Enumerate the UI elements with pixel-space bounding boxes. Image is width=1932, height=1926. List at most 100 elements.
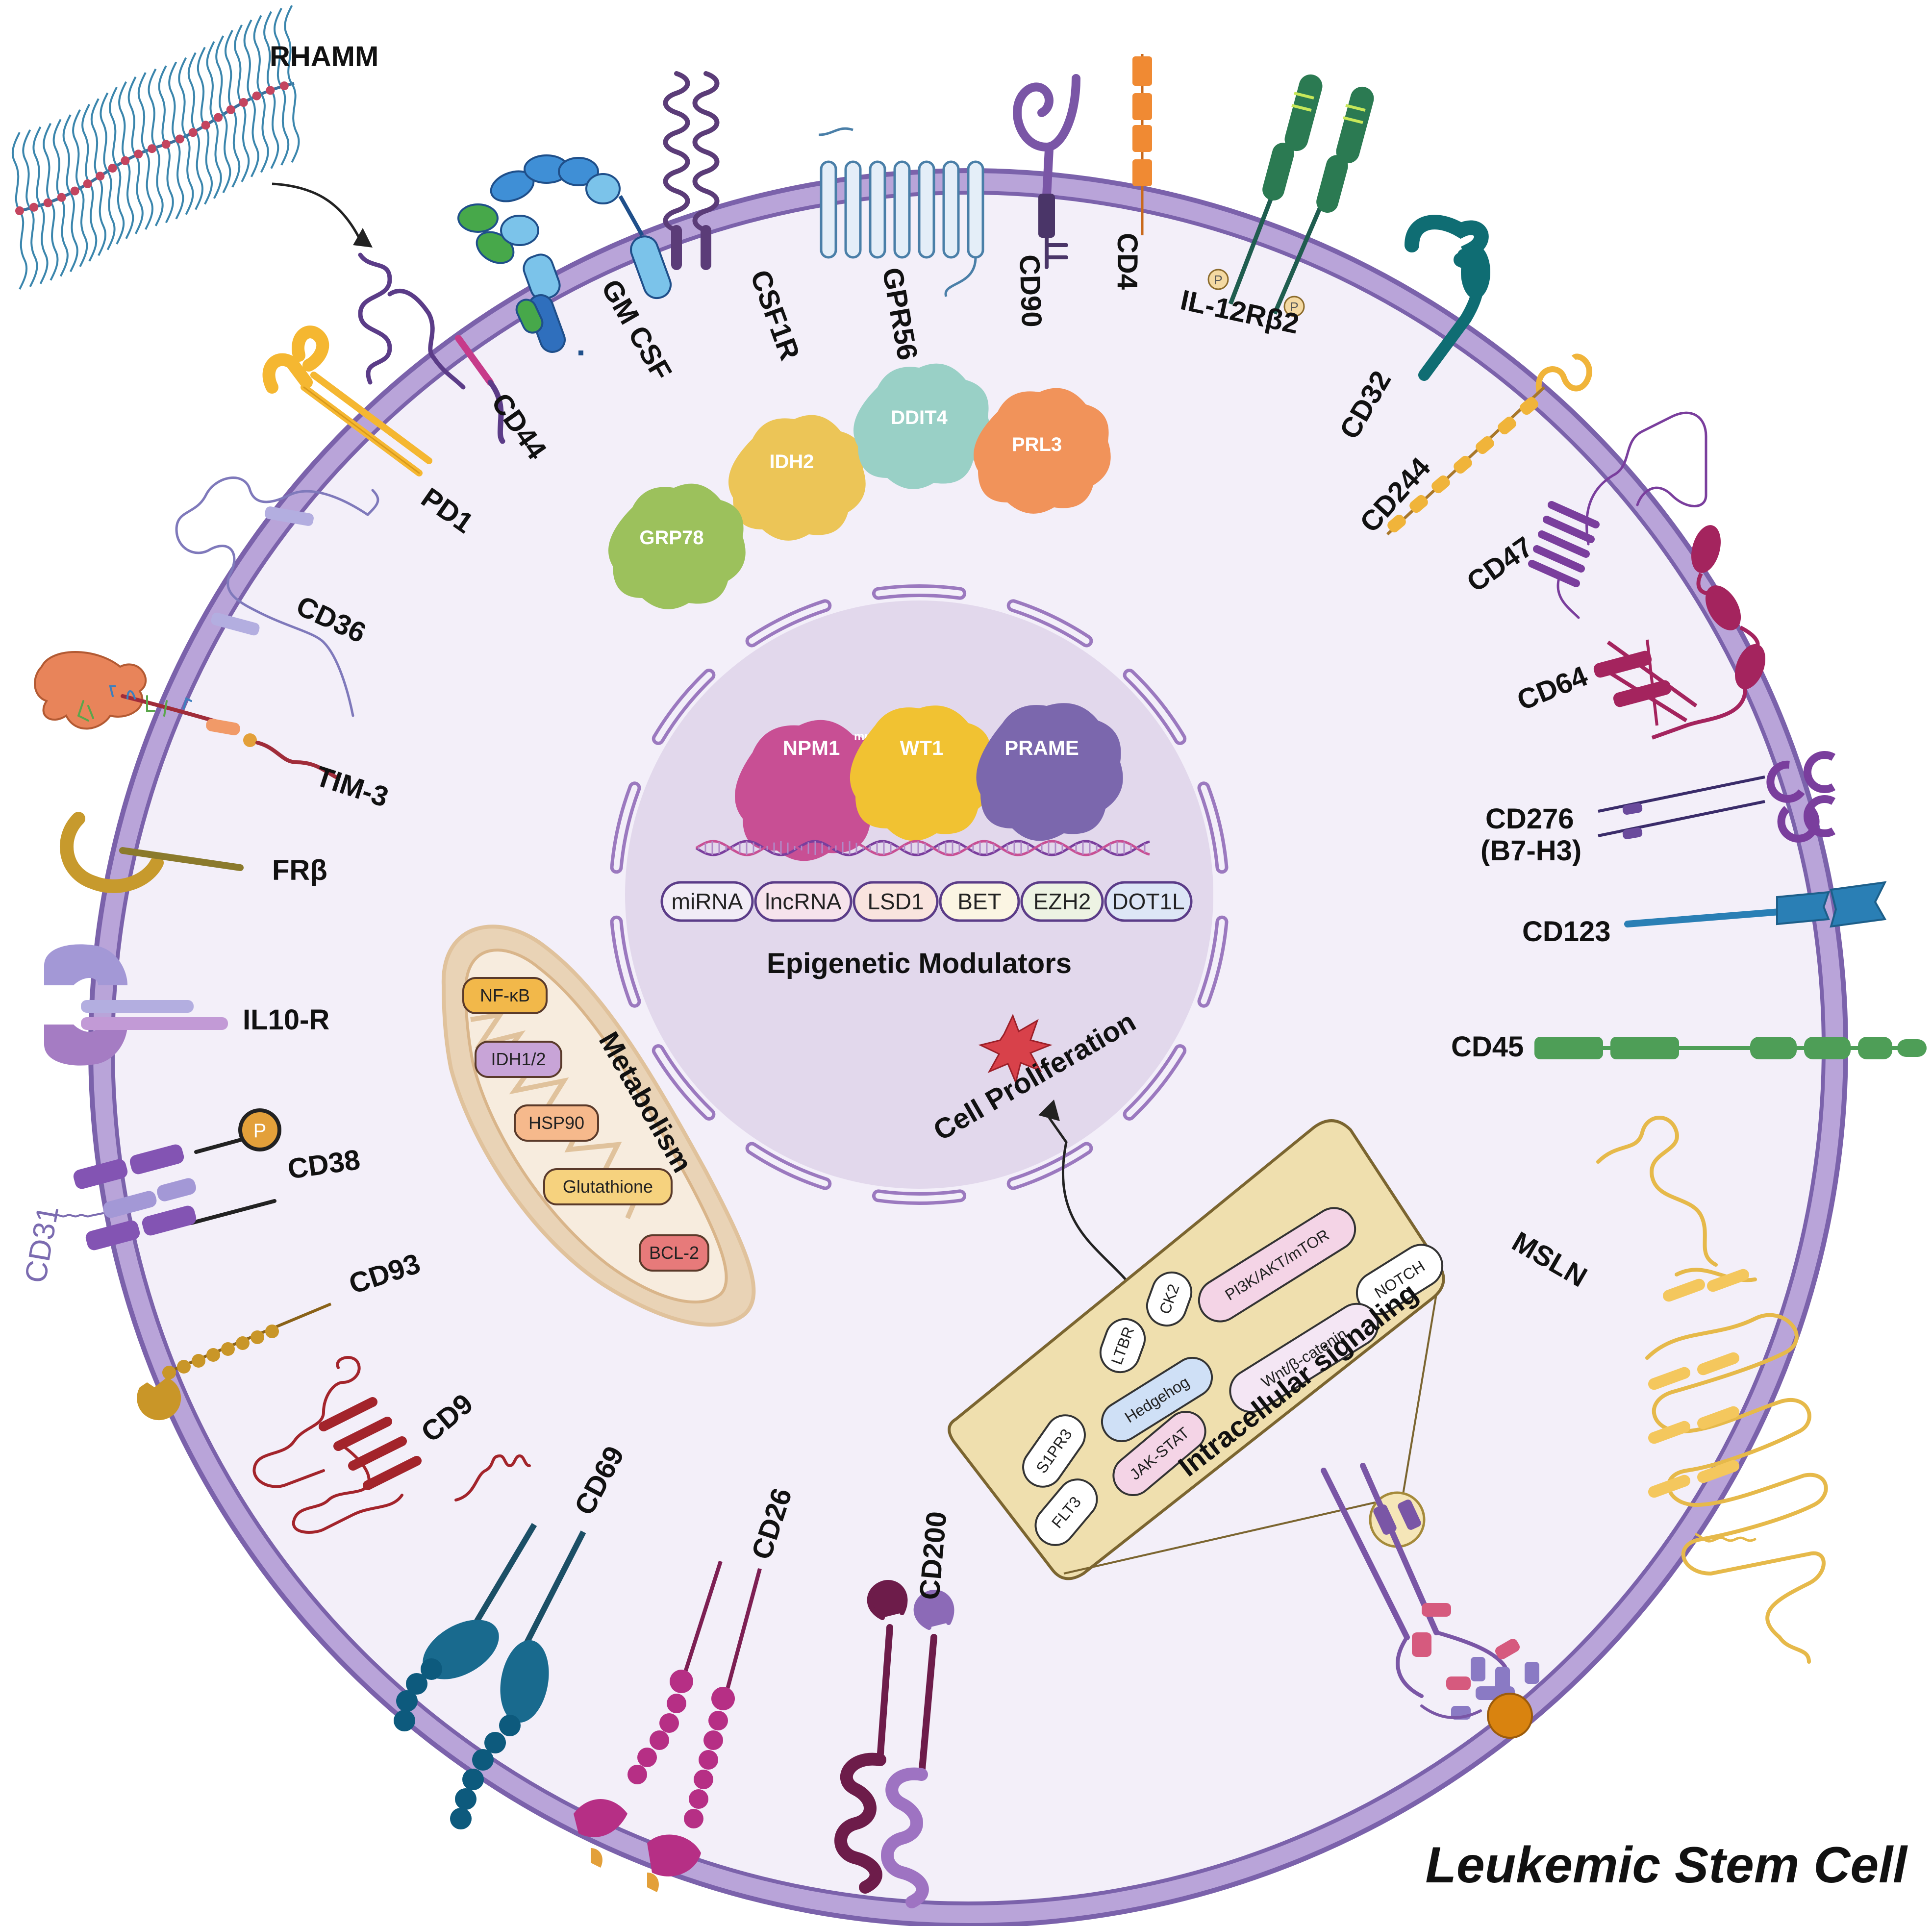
modulator-label: miRNA bbox=[672, 889, 743, 914]
metabolism-item-label: HSP90 bbox=[528, 1113, 584, 1133]
rhamm-bead bbox=[175, 134, 184, 144]
rhamm-strand bbox=[165, 144, 174, 224]
nuclear-envelope-inner bbox=[1010, 602, 1090, 644]
rhamm-bead bbox=[83, 179, 92, 188]
metabolism-item-1: IDH1/2 bbox=[475, 1041, 562, 1078]
idh2-protein: IDH2 bbox=[728, 415, 866, 541]
nuclear-envelope-inner bbox=[613, 785, 638, 871]
rhamm-strand bbox=[106, 171, 116, 250]
proliferation-star-icon bbox=[978, 1014, 1053, 1085]
prl3-protein: PRL3 bbox=[974, 388, 1111, 514]
rhamm-bead bbox=[96, 172, 105, 181]
cd93-receptor bbox=[137, 1302, 332, 1421]
rhamm-bead bbox=[279, 81, 289, 91]
rhamm-bead bbox=[214, 113, 223, 122]
prame-label: PRAME bbox=[1004, 736, 1079, 759]
grp78-protein: GRP78 bbox=[608, 483, 746, 609]
rhamm-strand bbox=[32, 126, 42, 206]
rhamm-strand bbox=[197, 47, 206, 126]
cd69-receptor bbox=[394, 1523, 586, 1829]
pd1-receptor bbox=[262, 325, 432, 476]
rhamm-strand bbox=[158, 65, 167, 145]
cd200-receptor bbox=[834, 1580, 954, 1908]
cd31-label: CD31 bbox=[19, 1203, 65, 1285]
rhamm-strand bbox=[118, 81, 127, 161]
proliferation-arrowhead bbox=[1038, 1100, 1060, 1121]
metabolism-item-0: NF-κB bbox=[462, 977, 548, 1014]
metabolism-item-2: HSP90 bbox=[514, 1104, 599, 1142]
metabolism-item-3: Glutathione bbox=[543, 1168, 673, 1205]
metabolism-item-4: BCL-2 bbox=[639, 1234, 709, 1272]
metabolism-item-label: BCL-2 bbox=[649, 1243, 699, 1263]
rhamm-strand bbox=[215, 35, 225, 115]
rhamm-strand bbox=[280, 86, 290, 166]
ddit4-label: DDIT4 bbox=[891, 407, 948, 428]
nuclear-envelope-inner bbox=[749, 602, 828, 644]
cd200-label: CD200 bbox=[913, 1510, 953, 1601]
rhamm-strand bbox=[69, 193, 78, 273]
cd123-receptor bbox=[1624, 881, 1887, 928]
nuclear-envelope-inner bbox=[875, 1193, 963, 1201]
rhamm-strand bbox=[195, 130, 203, 210]
rhamm-strand bbox=[98, 176, 106, 256]
rhamm-strand bbox=[100, 92, 109, 172]
tim3-receptor bbox=[34, 651, 338, 779]
nuclear-envelope-inner bbox=[1201, 919, 1225, 1004]
rhamm-filament-icon bbox=[11, 5, 373, 290]
grp78-label: GRP78 bbox=[639, 527, 703, 549]
rhamm-strand bbox=[11, 132, 21, 212]
rhamm-strand bbox=[50, 201, 59, 281]
rhamm-strand bbox=[260, 93, 269, 173]
gpr56-receptor bbox=[818, 127, 984, 297]
nuclear-envelope-inner bbox=[655, 672, 712, 742]
rhamm-strand bbox=[22, 129, 31, 209]
rhamm-strand bbox=[52, 119, 62, 199]
modulator-pill-mirna: miRNA bbox=[660, 881, 754, 922]
ddit4-protein: DDIT4 bbox=[853, 363, 991, 489]
cd36-receptor bbox=[175, 476, 379, 717]
rhamm-strand bbox=[127, 76, 137, 156]
rhamm-strand bbox=[81, 104, 90, 184]
rhamm-strand bbox=[125, 159, 134, 239]
rhamm-strand bbox=[116, 165, 125, 245]
p-mark: P bbox=[1290, 300, 1298, 314]
prl3-label: PRL3 bbox=[1012, 434, 1062, 455]
metabolism-item-label: NF-κB bbox=[480, 985, 530, 1005]
nuclear-envelope-inner bbox=[655, 1048, 712, 1117]
cytoplasm-proteins: IDH2 DDIT4 PRL3 GRP78 bbox=[608, 363, 1111, 609]
rhamm-strand bbox=[29, 207, 38, 287]
rhamm-strand bbox=[234, 25, 243, 104]
rhamm-bead bbox=[108, 164, 117, 173]
zoom-line-left bbox=[1063, 1501, 1376, 1575]
rhamm-strand bbox=[88, 182, 98, 262]
rhamm-strand bbox=[148, 68, 157, 148]
modulator-pill-lsd1: LSD1 bbox=[853, 881, 939, 922]
rhamm-strand bbox=[43, 123, 52, 202]
metabolism-item-label: Glutathione bbox=[563, 1176, 653, 1197]
signaling-receptor-icon bbox=[1321, 1463, 1539, 1739]
cd4-receptor bbox=[1132, 54, 1152, 235]
csf1r-receptor bbox=[663, 71, 720, 270]
rhamm-strand bbox=[72, 109, 81, 189]
rhamm-bead bbox=[161, 140, 171, 149]
nuclear-envelope-inner bbox=[1126, 1048, 1183, 1117]
rhamm-strand bbox=[291, 83, 300, 163]
frbeta-label: FRβ bbox=[272, 854, 327, 886]
signaling-item-0: LTBR bbox=[1099, 1318, 1146, 1374]
frbeta-receptor bbox=[60, 812, 244, 893]
epigenetic-modulators-title: Epigenetic Modulators bbox=[767, 948, 1072, 979]
zoom-line-right bbox=[1401, 1294, 1437, 1501]
rhamm-strand bbox=[274, 7, 282, 87]
modulator-label: EZH2 bbox=[1033, 889, 1091, 914]
modulator-label: lncRNA bbox=[765, 889, 842, 914]
cd4-label: CD4 bbox=[1111, 233, 1143, 290]
nuclear-envelope-inner bbox=[875, 588, 963, 597]
il10r-label: IL10-R bbox=[243, 1004, 329, 1036]
cd38-receptor: P bbox=[53, 1108, 281, 1251]
modulator-pill-lncrna: lncRNA bbox=[754, 881, 853, 922]
rhamm-strand bbox=[222, 114, 231, 194]
npm1-label: NPM1 bbox=[783, 736, 840, 759]
rhamm-strand bbox=[79, 187, 88, 267]
il10r-receptor bbox=[44, 944, 228, 1066]
